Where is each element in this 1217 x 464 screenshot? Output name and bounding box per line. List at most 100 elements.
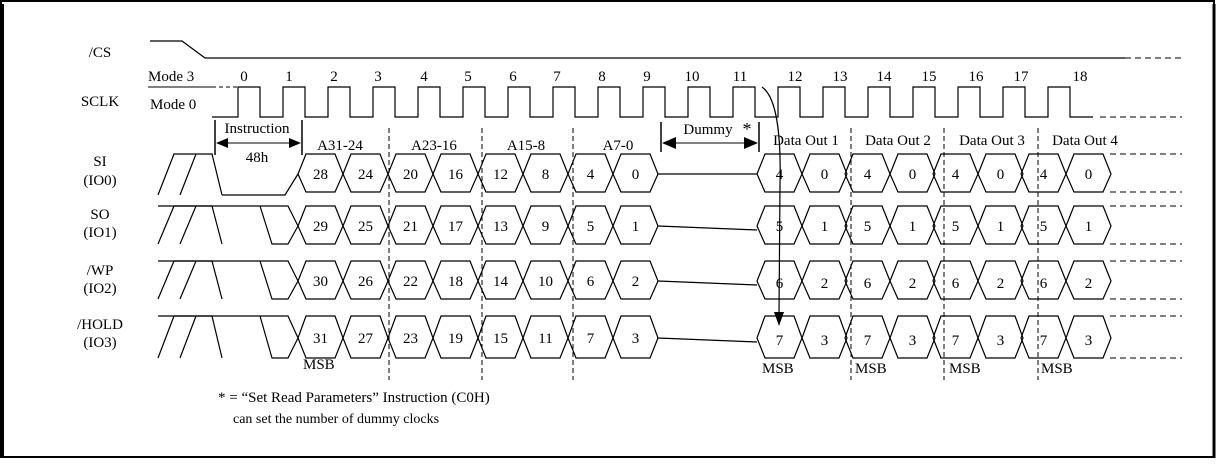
a15-8-label: A15-8 (507, 138, 545, 154)
instruction-arrow-right-head (289, 138, 301, 148)
data-out-bit-label: 0 (821, 167, 829, 183)
mode0-label: Mode 0 (150, 97, 196, 113)
data-out-bit-cell (977, 260, 1024, 300)
data-out-bit-label: 7 (864, 333, 872, 349)
si-io-label: (IO0) (83, 173, 116, 189)
data-out-bit-label: 1 (1085, 219, 1093, 235)
msb-label-out-3: MSB (949, 361, 981, 377)
data-out-bit-label: 2 (821, 276, 829, 292)
data-out-bit-label: 5 (952, 219, 960, 235)
clock-number-9: 9 (643, 69, 651, 85)
clock-to-data-arrow (761, 86, 781, 316)
address-bit-label: 15 (493, 331, 508, 347)
sclk-label: SCLK (81, 94, 120, 110)
hold-label: /HOLD (77, 317, 123, 333)
note-line-2: can set the number of dummy clocks (233, 412, 439, 427)
address-bit-label: 29 (313, 219, 328, 235)
address-bit-label: 6 (587, 274, 595, 290)
data-out-bit-cell (977, 315, 1024, 359)
dummy-label: Dummy (683, 122, 733, 138)
a31-24-label: A31-24 (317, 138, 363, 154)
instruction-arrow-left-head (216, 138, 228, 148)
data-out-bit-label: 2 (909, 276, 917, 292)
data-out-bit-cell (889, 260, 936, 300)
data-out-bit-label: 5 (864, 219, 872, 235)
clock-number-11: 11 (733, 69, 747, 85)
instruction-label: Instruction (225, 121, 290, 137)
lane-undefined-region (157, 153, 223, 196)
clock-number-17: 17 (1014, 69, 1030, 85)
address-bit-label: 21 (403, 219, 418, 235)
lane-instruction-hiz (158, 205, 299, 245)
data-out-bit-label: 4 (864, 167, 872, 183)
data-out-bit-label: 0 (1085, 167, 1093, 183)
clock-to-data-arrow-head (774, 312, 784, 326)
msb-label-out-2: MSB (855, 361, 887, 377)
address-bit-label: 27 (358, 331, 374, 347)
lane-undefined-region (157, 205, 223, 245)
address-bit-label: 4 (587, 167, 595, 183)
lane-hatch-line (179, 205, 197, 245)
data-out-bit-label: 7 (776, 333, 784, 349)
clock-number-7: 7 (553, 69, 561, 85)
data-out-bit-label: 3 (821, 333, 829, 349)
data-out-4-label: Data Out 4 (1052, 133, 1118, 149)
address-bit-label: 18 (448, 274, 463, 290)
data-out-bit-label: 2 (997, 276, 1005, 292)
data-out-bit-cell (801, 205, 848, 245)
address-bit-label: 13 (493, 219, 508, 235)
instruction-code: 48h (246, 150, 269, 166)
msb-label-address: MSB (303, 357, 335, 373)
lane-dummy-hiz (657, 337, 758, 343)
wp-io-label: (IO2) (83, 281, 116, 297)
address-bit-label: 10 (538, 274, 553, 290)
lane-instruction-hiz-top (260, 260, 299, 282)
address-bit-label: 2 (632, 274, 640, 290)
lane-instruction-hiz (158, 315, 299, 359)
lane-hatch-line (179, 153, 197, 196)
lane-hatch-line (179, 315, 197, 359)
msb-label-out-4: MSB (1041, 361, 1073, 377)
lane-instruction-hiz (158, 260, 299, 300)
address-bit-label: 7 (587, 331, 595, 347)
address-bit-label: 31 (313, 331, 328, 347)
a23-16-label: A23-16 (411, 138, 457, 154)
data-out-bit-label: 6 (952, 276, 960, 292)
data-out-3-label: Data Out 3 (959, 133, 1025, 149)
address-bit-label: 12 (493, 167, 508, 183)
clock-number-3: 3 (374, 69, 382, 85)
data-out-bit-label: 5 (1040, 219, 1048, 235)
note-line-1: * = “Set Read Parameters” Instruction (C… (218, 390, 490, 406)
data-out-bit-cell (977, 153, 1024, 193)
data-out-bit-label: 1 (997, 219, 1005, 235)
data-out-1-label: Data Out 1 (773, 133, 839, 149)
address-bit-label: 28 (313, 167, 328, 183)
lane-instruction-low (222, 173, 299, 196)
clock-number-10: 10 (685, 69, 700, 85)
address-bit-label: 25 (358, 219, 373, 235)
address-bit-label: 14 (493, 274, 509, 290)
address-bit-label: 17 (448, 219, 464, 235)
si-label: SI (93, 154, 106, 170)
hold-io-label: (IO3) (83, 335, 116, 351)
clock-number-1: 1 (285, 69, 293, 85)
data-out-bit-label: 2 (1085, 276, 1093, 292)
address-bit-label: 24 (358, 167, 374, 183)
data-out-bit-cell (889, 205, 936, 245)
data-out-bit-cell (801, 153, 848, 193)
data-out-bit-label: 6 (864, 276, 872, 292)
data-out-bit-label: 7 (1040, 333, 1048, 349)
data-out-bit-cell (801, 315, 848, 359)
address-bit-label: 9 (542, 219, 550, 235)
data-out-bit-cell (977, 205, 1024, 245)
data-out-bit-label: 4 (952, 167, 960, 183)
address-bit-label: 23 (403, 331, 418, 347)
clock-number-14: 14 (877, 69, 893, 85)
dummy-asterisk: * (743, 119, 752, 139)
msb-label-out-1: MSB (762, 361, 794, 377)
data-out-bit-label: 6 (1040, 276, 1048, 292)
